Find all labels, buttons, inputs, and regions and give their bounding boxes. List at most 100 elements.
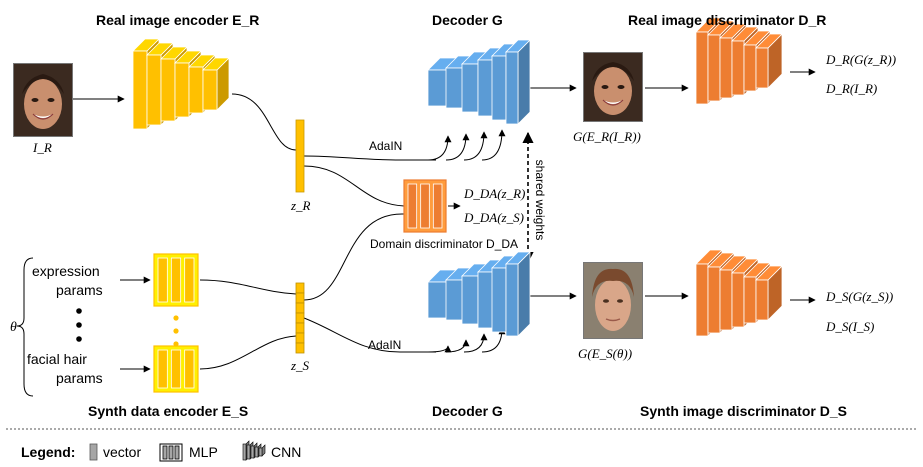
legend-cnn-front: [250, 445, 255, 459]
latent-synth-segment: [295, 292, 305, 304]
real-input-image: [13, 63, 73, 137]
real-discriminator-title: Real image discriminator D_R: [628, 12, 827, 28]
legend-cnn-side: [261, 444, 266, 457]
decoder-bottom-cnn-slab-front: [491, 267, 507, 333]
legend-vector-label: vector: [103, 444, 142, 460]
adain-bottom-arrow: [463, 333, 488, 353]
real-discriminator-cnn-slab-front: [695, 31, 709, 105]
expression-params-label-line1: expression: [32, 263, 100, 279]
legend-cnn-front: [242, 443, 247, 461]
decoder-top-cnn: [427, 39, 531, 125]
domain-discriminator-mlp-bar: [407, 183, 418, 229]
latent-synth-vector: [295, 282, 305, 354]
legend-cnn-front: [254, 446, 259, 458]
theta-brace: [16, 257, 34, 397]
domain-discriminator-mlp-bar: [432, 183, 443, 229]
real-discriminator-cnn-slab-front: [731, 40, 745, 96]
facial-hair-mlp-bar: [170, 349, 182, 389]
real-reconstruction-image: [583, 52, 643, 122]
param-dot: [76, 336, 82, 342]
latent-synth-segment: [295, 332, 305, 344]
domain-discriminator-label: Domain discriminator D_DA: [370, 237, 519, 251]
expression-mlp: [153, 253, 199, 307]
mlp-dot: [173, 328, 179, 334]
decoder-bottom-title: Decoder G: [432, 403, 503, 419]
legend-title: Legend:: [21, 444, 76, 460]
shared-weights-label: shared weights: [533, 159, 547, 241]
latent-synth-label: z_S: [291, 358, 310, 373]
latent-synth-segment: [295, 322, 305, 334]
mlp-dot: [173, 315, 179, 321]
real-encoder-cnn-slab-front: [202, 69, 218, 111]
decoder-top-cnn-slab-front: [461, 63, 479, 113]
param-dot: [76, 322, 82, 328]
synth-discriminator-cnn-slab-front: [719, 269, 733, 331]
legend-mlp-bar: [162, 445, 168, 460]
real-encoder-title: Real image encoder E_R: [96, 12, 260, 28]
adain-bottom-label: AdaIN: [368, 338, 402, 352]
latent-synth-segment: [295, 302, 305, 314]
decoder-top-cnn-slab-front: [505, 51, 519, 125]
expression-mlp-to-zs-curve: [199, 279, 297, 295]
synth-reconstruction-image: [583, 262, 643, 339]
domain-discriminator-mlp: [403, 179, 447, 233]
adain-top-arrow: [481, 129, 506, 161]
ds-fake-label: D_S(G(z_S)): [826, 289, 894, 304]
legend-cnn-icon: [242, 440, 266, 461]
legend-mlp-bar: [168, 445, 174, 460]
real-encoder-cnn-slab-front: [188, 66, 204, 114]
mlp-dot: [173, 341, 179, 347]
latent-real-vector: [295, 119, 305, 193]
synth-encoder-title: Synth data encoder E_S: [88, 403, 249, 419]
encoder-to-zr-curve: [231, 93, 297, 151]
zs-to-adain-bottom-line: [303, 317, 436, 353]
legend-cnn-label: CNN: [271, 444, 302, 460]
theta-label: θ: [10, 320, 17, 335]
synth-discriminator-cnn-slab-front: [731, 272, 745, 328]
decoder-bottom-cnn-slab-front: [505, 263, 519, 337]
facial-hair-mlp-bar: [184, 349, 195, 389]
synth-discriminator-cnn-slab-front: [755, 279, 769, 321]
decoder-top-cnn-slab-side: [517, 39, 531, 125]
synth-output-label: G(E_S(θ)): [578, 346, 633, 361]
real-discriminator-cnn-slab-front: [755, 47, 769, 89]
expression-mlp-bar: [184, 257, 195, 303]
domain-discriminator-output-synth: D_DA(z_S): [464, 210, 524, 225]
facial-hair-mlp: [153, 345, 199, 393]
adain-top-arrow: [427, 135, 452, 161]
synth-discriminator-title: Synth image discriminator D_S: [640, 403, 847, 419]
input-real-label: I_R: [33, 140, 52, 155]
synth-discriminator-cnn: [695, 249, 783, 337]
real-discriminator-cnn-slab-front: [707, 34, 721, 102]
domain-discriminator-output-real: D_DA(z_R): [464, 186, 526, 201]
blocks: [76, 17, 783, 462]
synth-discriminator-cnn-slab-front: [695, 263, 709, 337]
legend-cnn-front: [258, 447, 263, 457]
legend-vector-icon: [89, 443, 98, 461]
param-dot: [76, 308, 82, 314]
expression-params-label-line2: params: [56, 282, 103, 298]
expression-mlp-bar: [170, 257, 182, 303]
zr-to-adain-top-line: [303, 155, 436, 161]
expression-mlp-bar: [157, 257, 168, 303]
real-discriminator-cnn-slab-front: [719, 37, 733, 99]
facial-hair-mlp-bar: [157, 349, 168, 389]
domain-discriminator-mlp-bar: [420, 183, 430, 229]
decoder-bottom-cnn-slab-front: [461, 275, 479, 325]
legend-mlp-bar: [174, 445, 180, 460]
adain-bottom-arrow: [445, 339, 470, 353]
legend-mlp-label: MLP: [189, 444, 218, 460]
legend-mlp-icon: [159, 443, 183, 462]
real-discriminator-cnn-slab-front: [743, 44, 757, 92]
decoder-top-cnn-slab-front: [445, 67, 465, 109]
zr-to-domain-disc-curve: [303, 165, 405, 207]
real-encoder-cnn-slab-front: [160, 58, 176, 122]
facial-hair-params-label-line2: params: [56, 370, 103, 386]
zs-to-domain-disc-curve: [303, 213, 405, 301]
facial-hair-mlp-to-zs-curve: [199, 335, 297, 370]
decoder-bottom-cnn-slab-front: [445, 279, 465, 321]
latent-real-label: z_R: [291, 198, 311, 213]
decoder-bottom-cnn: [427, 251, 531, 337]
